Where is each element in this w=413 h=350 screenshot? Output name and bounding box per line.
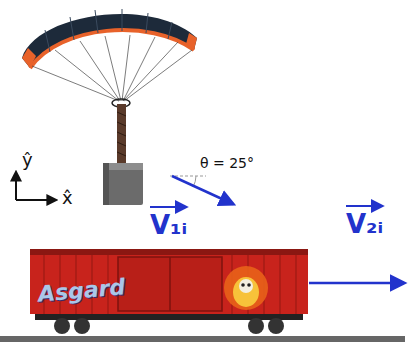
canopy xyxy=(22,14,197,68)
track xyxy=(0,336,405,342)
axis-label: ŷ xyxy=(22,150,33,170)
line xyxy=(32,66,119,101)
skull-eye xyxy=(241,283,245,287)
vector-label: V₁ᵢ xyxy=(150,211,187,240)
line xyxy=(105,36,121,101)
door-seam xyxy=(169,257,171,311)
seam xyxy=(70,17,74,40)
vector-label: V₂ᵢ xyxy=(346,210,383,239)
velocity-2 xyxy=(309,206,404,283)
canopy-tip xyxy=(186,33,197,50)
velocity-arrow xyxy=(309,282,404,285)
skull xyxy=(239,279,253,293)
parachute xyxy=(22,9,197,101)
axes xyxy=(16,172,56,200)
seam xyxy=(168,22,172,39)
wheel xyxy=(268,318,284,334)
seam xyxy=(45,30,50,52)
seam xyxy=(146,13,148,33)
handle-wrap xyxy=(117,112,126,156)
rib xyxy=(279,255,280,314)
velocity-arrow xyxy=(172,176,233,204)
flame-graffiti xyxy=(224,266,268,310)
wrap xyxy=(117,112,126,116)
velocity-1 xyxy=(150,176,233,207)
wheel xyxy=(248,318,264,334)
line xyxy=(123,37,155,101)
angle-label: θ = 25° xyxy=(200,156,254,171)
line xyxy=(124,50,192,101)
canopy-seams xyxy=(45,9,172,52)
wrap xyxy=(117,152,126,156)
handle xyxy=(117,104,126,165)
car-door xyxy=(118,257,222,311)
wheel xyxy=(54,318,70,334)
suspension-lines xyxy=(32,35,192,101)
wheel xyxy=(74,318,90,334)
seam xyxy=(122,9,123,31)
y-axis xyxy=(15,172,17,200)
wrap xyxy=(117,142,126,146)
car-roof xyxy=(30,249,308,255)
hammer xyxy=(103,99,143,205)
x-axis xyxy=(16,199,56,201)
canopy-tip xyxy=(22,48,36,68)
line xyxy=(55,50,119,101)
hammer-head xyxy=(103,163,143,205)
canopy-edge xyxy=(30,30,194,68)
seam xyxy=(95,10,98,33)
vector-overarrow xyxy=(346,205,382,207)
car-body xyxy=(30,252,308,314)
line xyxy=(80,41,120,101)
wrap xyxy=(117,132,126,136)
rib xyxy=(295,255,296,314)
wrap xyxy=(117,122,126,126)
axis-label: x̂ xyxy=(62,188,73,208)
vector-overarrow xyxy=(150,206,186,208)
flame xyxy=(224,266,268,310)
flame-core xyxy=(233,277,259,307)
hammer-head-side xyxy=(103,163,109,205)
underframe xyxy=(35,314,303,320)
skull-eye xyxy=(247,283,251,287)
boxcar xyxy=(0,249,405,342)
line xyxy=(122,35,130,101)
line xyxy=(123,42,178,101)
